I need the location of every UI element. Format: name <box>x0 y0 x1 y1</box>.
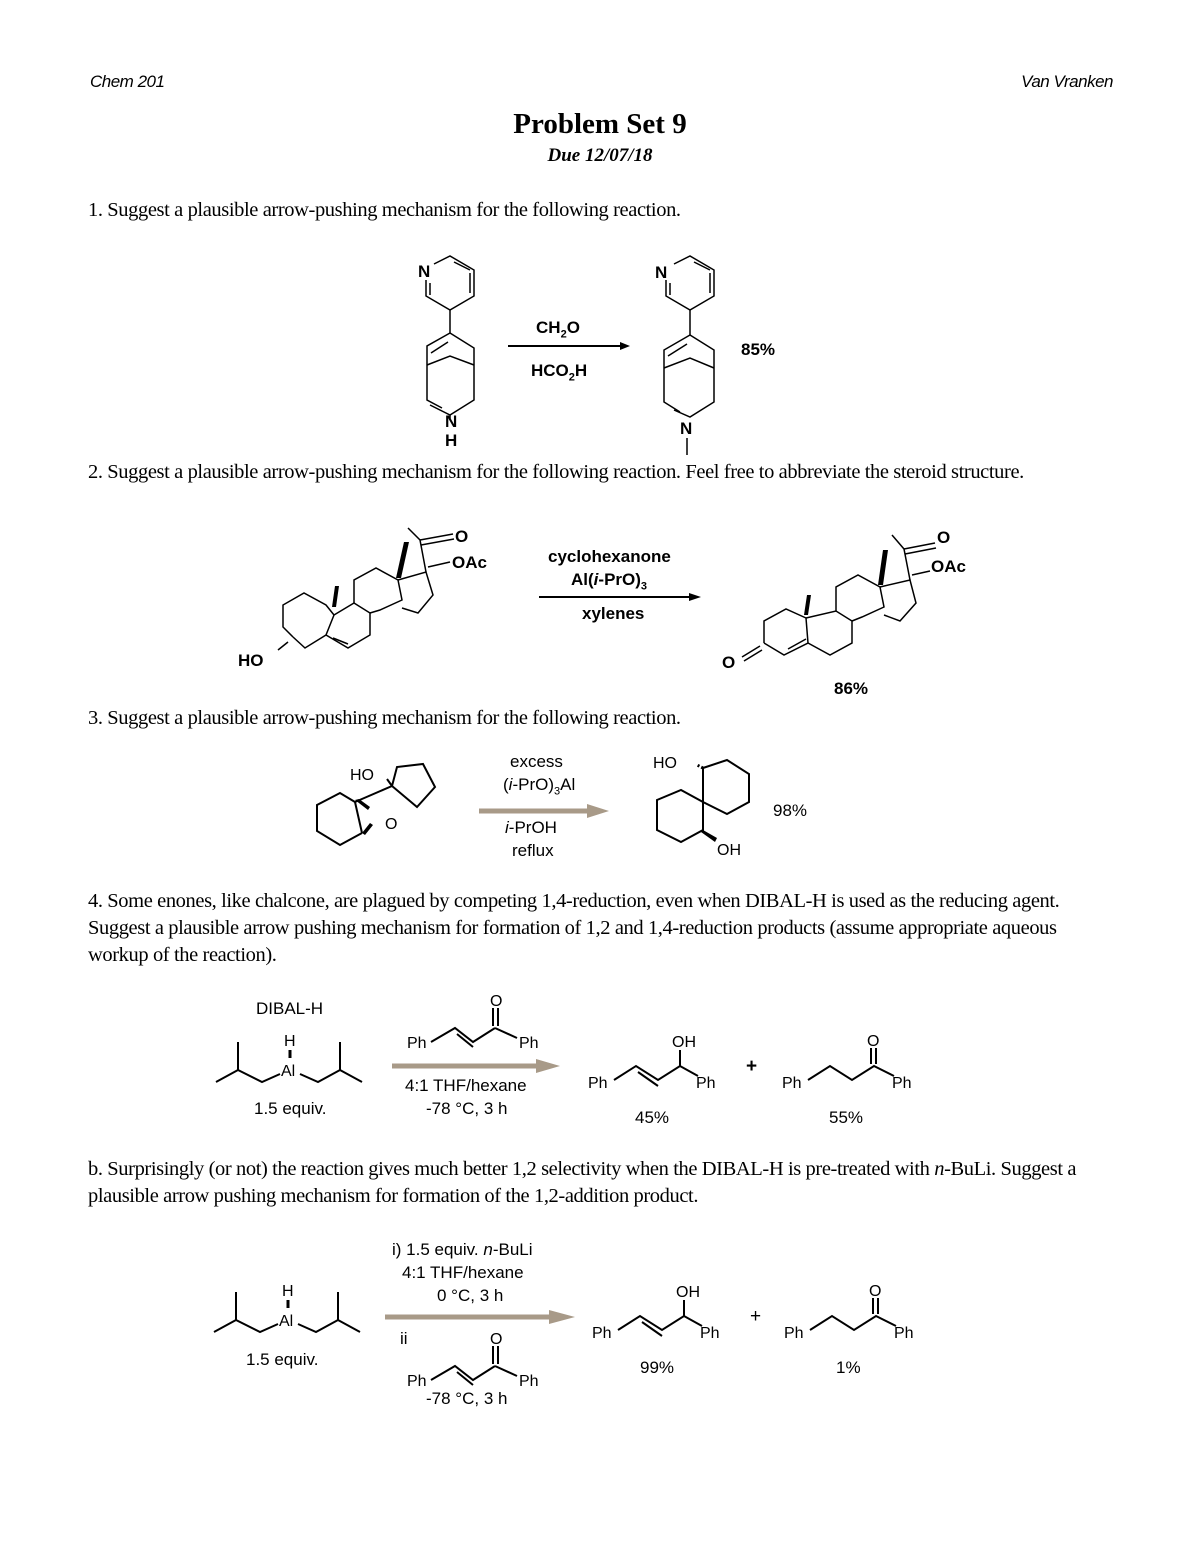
problem-1-prompt: 1. Suggest a plausible arrow-pushing mec… <box>88 199 681 221</box>
p4-product-1-allylic-alcohol: OH Ph Ph <box>588 1034 716 1092</box>
svg-text:O: O <box>490 993 502 1010</box>
p4-product-2-yield: 55% <box>829 1108 864 1127</box>
p2-reagent-cyclohexanone: cyclohexanone <box>548 547 671 566</box>
svg-text:Ph: Ph <box>696 1075 716 1092</box>
p3-condition-reflux: reflux <box>512 841 554 860</box>
svg-text:Ph: Ph <box>894 1325 914 1342</box>
p4b-step2-label: ii <box>400 1329 408 1348</box>
svg-text:Ph: Ph <box>407 1373 427 1390</box>
p4b-reagent-equiv: 1.5 equiv. <box>246 1350 319 1369</box>
p1-reaction-arrow <box>508 342 630 350</box>
page-title: Problem Set 9 <box>513 108 687 140</box>
svg-text:Ph: Ph <box>588 1075 608 1092</box>
p4-chalcone-structure: O Ph Ph <box>407 993 539 1052</box>
p4-reagent-name: DIBAL-H <box>256 999 324 1018</box>
problem-4-prompt: 4. Some enones, like chalcone, are plagu… <box>88 890 1060 966</box>
p4b-step1-solvent: 4:1 THF/hexane <box>402 1263 524 1282</box>
svg-text:OH: OH <box>672 1034 696 1051</box>
svg-text:Ph: Ph <box>700 1325 720 1342</box>
p1-reagent-hco2h: HCO2H <box>531 361 588 384</box>
p4b-step1-nbuli: i) 1.5 equiv. n-BuLi <box>392 1240 533 1259</box>
svg-text:Ph: Ph <box>784 1325 804 1342</box>
svg-text:O: O <box>722 653 735 672</box>
svg-text:Ph: Ph <box>592 1325 612 1342</box>
svg-text:H: H <box>284 1033 296 1050</box>
p4-reagent-equiv: 1.5 equiv. <box>254 1099 327 1118</box>
svg-text:N: N <box>655 263 667 282</box>
p4b-plus-sign: + <box>750 1306 762 1327</box>
p4b-step1-temp: 0 °C, 3 h <box>437 1286 504 1305</box>
svg-text:O: O <box>937 528 950 547</box>
svg-text:Ph: Ph <box>407 1035 427 1052</box>
svg-text:O: O <box>385 816 397 833</box>
svg-text:O: O <box>869 1283 881 1300</box>
svg-text:Ph: Ph <box>519 1373 539 1390</box>
course-name: Chem 201 <box>90 72 165 91</box>
p3-reagent-aluminum-isopropoxide: (i-PrO)3Al <box>503 775 576 798</box>
p4b-product-2-saturated-ketone: O Ph Ph <box>784 1283 914 1342</box>
p4b-product-2-yield: 1% <box>836 1358 861 1377</box>
svg-text:OH: OH <box>676 1284 700 1301</box>
p4b-product-1-allylic-alcohol: OH Ph Ph <box>592 1284 720 1342</box>
svg-text:Al: Al <box>281 1063 295 1080</box>
problem-1-starting-material: N N H <box>418 255 475 450</box>
p4b-dibal-structure: H Al <box>213 1283 361 1334</box>
due-date: Due 12/07/18 <box>547 145 653 166</box>
svg-text:N: N <box>680 419 692 438</box>
p3-reagent-isopropanol: i-PrOH <box>505 818 557 837</box>
problem-4b-prompt: b. Surprisingly (or not) the reaction gi… <box>88 1158 1077 1207</box>
problem-3-product: HO OH <box>653 755 750 859</box>
p3-reaction-arrow <box>479 804 609 818</box>
p1-yield: 85% <box>741 340 776 359</box>
problem-2-product: O OAc O <box>722 528 966 672</box>
p1-reagent-ch2o: CH2O <box>536 318 580 341</box>
svg-text:OAc: OAc <box>452 553 487 572</box>
p2-reagent-aluminum-isopropoxide: Al(i-PrO)3 <box>571 570 648 593</box>
svg-text:HO: HO <box>350 767 374 784</box>
p4-plus-sign: + <box>746 1056 758 1077</box>
svg-text:HO: HO <box>238 651 264 670</box>
p3-yield: 98% <box>773 801 808 820</box>
p4-product-1-yield: 45% <box>635 1108 670 1127</box>
p2-solvent: xylenes <box>582 604 645 623</box>
svg-text:N: N <box>418 262 430 281</box>
svg-text:OAc: OAc <box>931 557 966 576</box>
svg-text:O: O <box>455 527 468 546</box>
svg-text:Ph: Ph <box>519 1035 539 1052</box>
svg-text:N: N <box>445 412 457 431</box>
author-name: Van Vranken <box>1021 72 1113 91</box>
svg-text:Ph: Ph <box>892 1075 912 1092</box>
svg-text:HO: HO <box>653 755 677 772</box>
svg-text:O: O <box>490 1331 502 1348</box>
problem-1-product: N N <box>655 255 715 455</box>
p2-reaction-arrow <box>539 593 701 601</box>
p4b-reaction-arrow <box>385 1310 575 1324</box>
p4-conditions-temp: -78 °C, 3 h <box>426 1099 508 1118</box>
problem-3-prompt: 3. Suggest a plausible arrow-pushing mec… <box>88 707 681 729</box>
problem-2-prompt: 2. Suggest a plausible arrow-pushing mec… <box>88 461 1024 483</box>
p4-dibal-structure: H Al <box>215 1033 363 1084</box>
svg-text:H: H <box>282 1283 294 1300</box>
p4-reaction-arrow <box>392 1059 560 1073</box>
svg-text:H: H <box>445 431 457 450</box>
problem-2-starting-material: O OAc HO <box>238 527 487 670</box>
p4-product-2-saturated-ketone: O Ph Ph <box>782 1033 912 1092</box>
p4b-product-1-yield: 99% <box>640 1358 675 1377</box>
svg-text:Al: Al <box>279 1313 293 1330</box>
p3-reagent-excess: excess <box>510 752 563 771</box>
p4-conditions-solvent: 4:1 THF/hexane <box>405 1076 527 1095</box>
svg-text:Ph: Ph <box>782 1075 802 1092</box>
svg-text:O: O <box>867 1033 879 1050</box>
svg-text:OH: OH <box>717 842 741 859</box>
p2-yield: 86% <box>834 679 869 698</box>
p4b-chalcone-structure: O Ph Ph <box>407 1331 539 1390</box>
problem-3-starting-material: HO O <box>316 762 437 847</box>
p4b-step2-conditions: -78 °C, 3 h <box>426 1389 508 1408</box>
